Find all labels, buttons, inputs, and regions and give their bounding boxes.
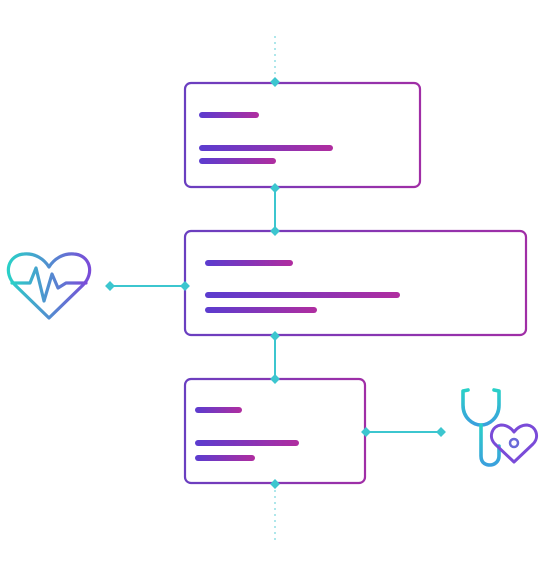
placeholder-line bbox=[205, 307, 317, 313]
placeholder-line bbox=[199, 158, 276, 164]
placeholder-line bbox=[199, 145, 333, 151]
node-diamond bbox=[180, 281, 190, 291]
placeholder-line bbox=[205, 292, 400, 298]
placeholder-line bbox=[195, 407, 242, 413]
heart-pulse-icon bbox=[6, 252, 92, 320]
stethoscope-heart-icon bbox=[461, 388, 539, 467]
node-diamond bbox=[270, 331, 280, 341]
node-diamond bbox=[270, 479, 280, 489]
placeholder-line bbox=[195, 455, 255, 461]
placeholder-line bbox=[195, 440, 299, 446]
card-middle bbox=[183, 229, 528, 337]
node-diamond bbox=[105, 281, 115, 291]
node-diamond bbox=[361, 427, 371, 437]
card-bottom bbox=[183, 377, 367, 485]
node-diamond bbox=[270, 183, 280, 193]
node-diamond bbox=[270, 226, 280, 236]
placeholder-line bbox=[199, 112, 259, 118]
placeholder-line bbox=[205, 260, 293, 266]
node-diamond bbox=[270, 374, 280, 384]
node-diamond bbox=[436, 427, 446, 437]
card-top bbox=[183, 81, 422, 189]
